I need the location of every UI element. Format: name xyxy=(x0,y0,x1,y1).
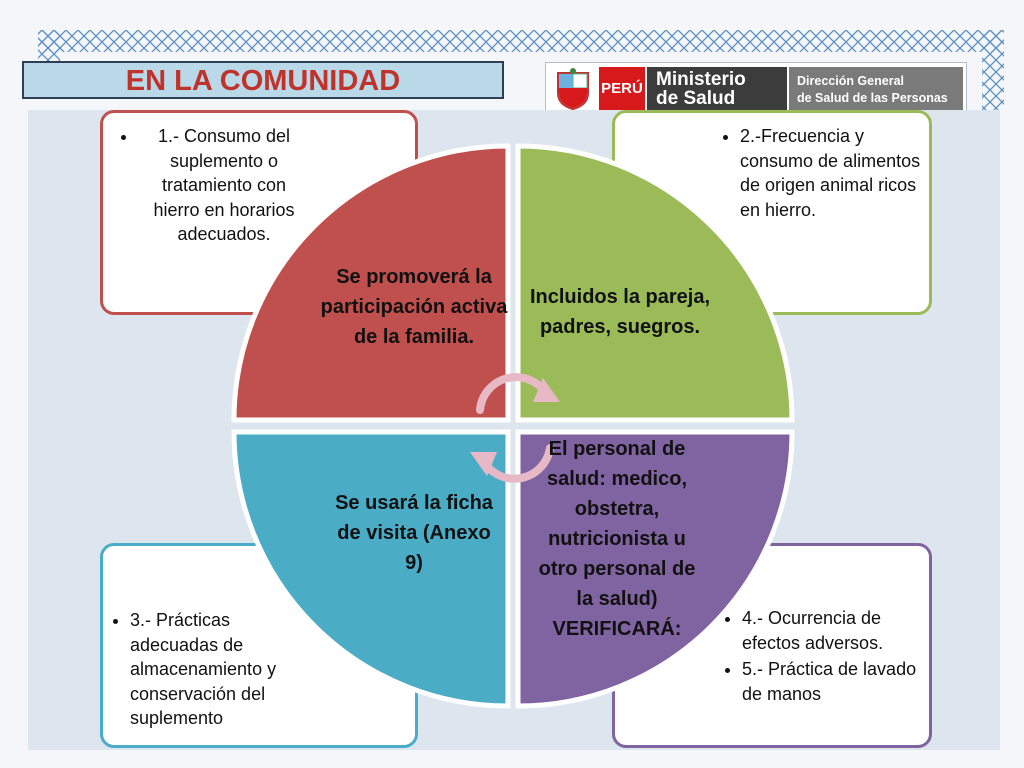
quadrant-2-text: Incluidos la pareja, padres, suegros. xyxy=(529,286,711,338)
direction-line-1: Dirección General xyxy=(797,74,904,88)
card-bottom-right-text: 4.- Ocurrencia de efectos adversos. 5.- … xyxy=(724,606,924,708)
card-top-left-text: 1.- Consumo del suplemento o tratamiento… xyxy=(120,124,310,249)
quadrant-1-text: Se promoverá la participación activa de … xyxy=(320,266,508,348)
quadrant-3-text: Se usará la ficha de visita (Anexo 9) xyxy=(335,492,493,574)
peru-badge: PERÚ xyxy=(599,67,645,111)
quadrant-bottom-left xyxy=(231,429,511,709)
card-item: 2.-Frecuencia y consumo de alimentos de … xyxy=(740,124,922,222)
card-bottom-left-text: 3.- Prácticas adecuadas de almacenamient… xyxy=(112,608,312,733)
card-item: 1.- Consumo del suplemento o tratamiento… xyxy=(138,124,310,247)
peru-label: PERÚ xyxy=(601,80,643,97)
card-item: 5.- Práctica de lavado de manos xyxy=(742,657,924,706)
card-item: 4.- Ocurrencia de efectos adversos. xyxy=(742,606,924,655)
coat-of-arms-icon xyxy=(557,68,589,111)
cycle-arrows-icon xyxy=(470,373,560,483)
title-box: EN LA COMUNIDAD xyxy=(22,61,504,99)
ministry-line-1: Ministerio xyxy=(656,69,746,90)
ministry-line-2: de Salud xyxy=(656,88,736,109)
quadrant-bottom-right xyxy=(515,429,795,709)
ministry-name: Ministerio de Salud xyxy=(647,67,787,111)
quadrant-top-left xyxy=(231,143,511,423)
quadrant-4-text: El personal de salud: medico, obstetra, … xyxy=(538,438,696,640)
quadrant-top-right xyxy=(515,143,795,423)
direction-name: Dirección General de Salud de las Person… xyxy=(789,67,963,111)
card-top-right-text: 2.-Frecuencia y consumo de alimentos de … xyxy=(722,124,922,224)
ministry-logo: PERÚ Ministerio de Salud Dirección Gener… xyxy=(545,62,967,114)
card-item: 3.- Prácticas adecuadas de almacenamient… xyxy=(130,608,312,731)
slide-title: EN LA COMUNIDAD xyxy=(125,65,401,97)
direction-line-2: de Salud de las Personas xyxy=(797,91,948,105)
